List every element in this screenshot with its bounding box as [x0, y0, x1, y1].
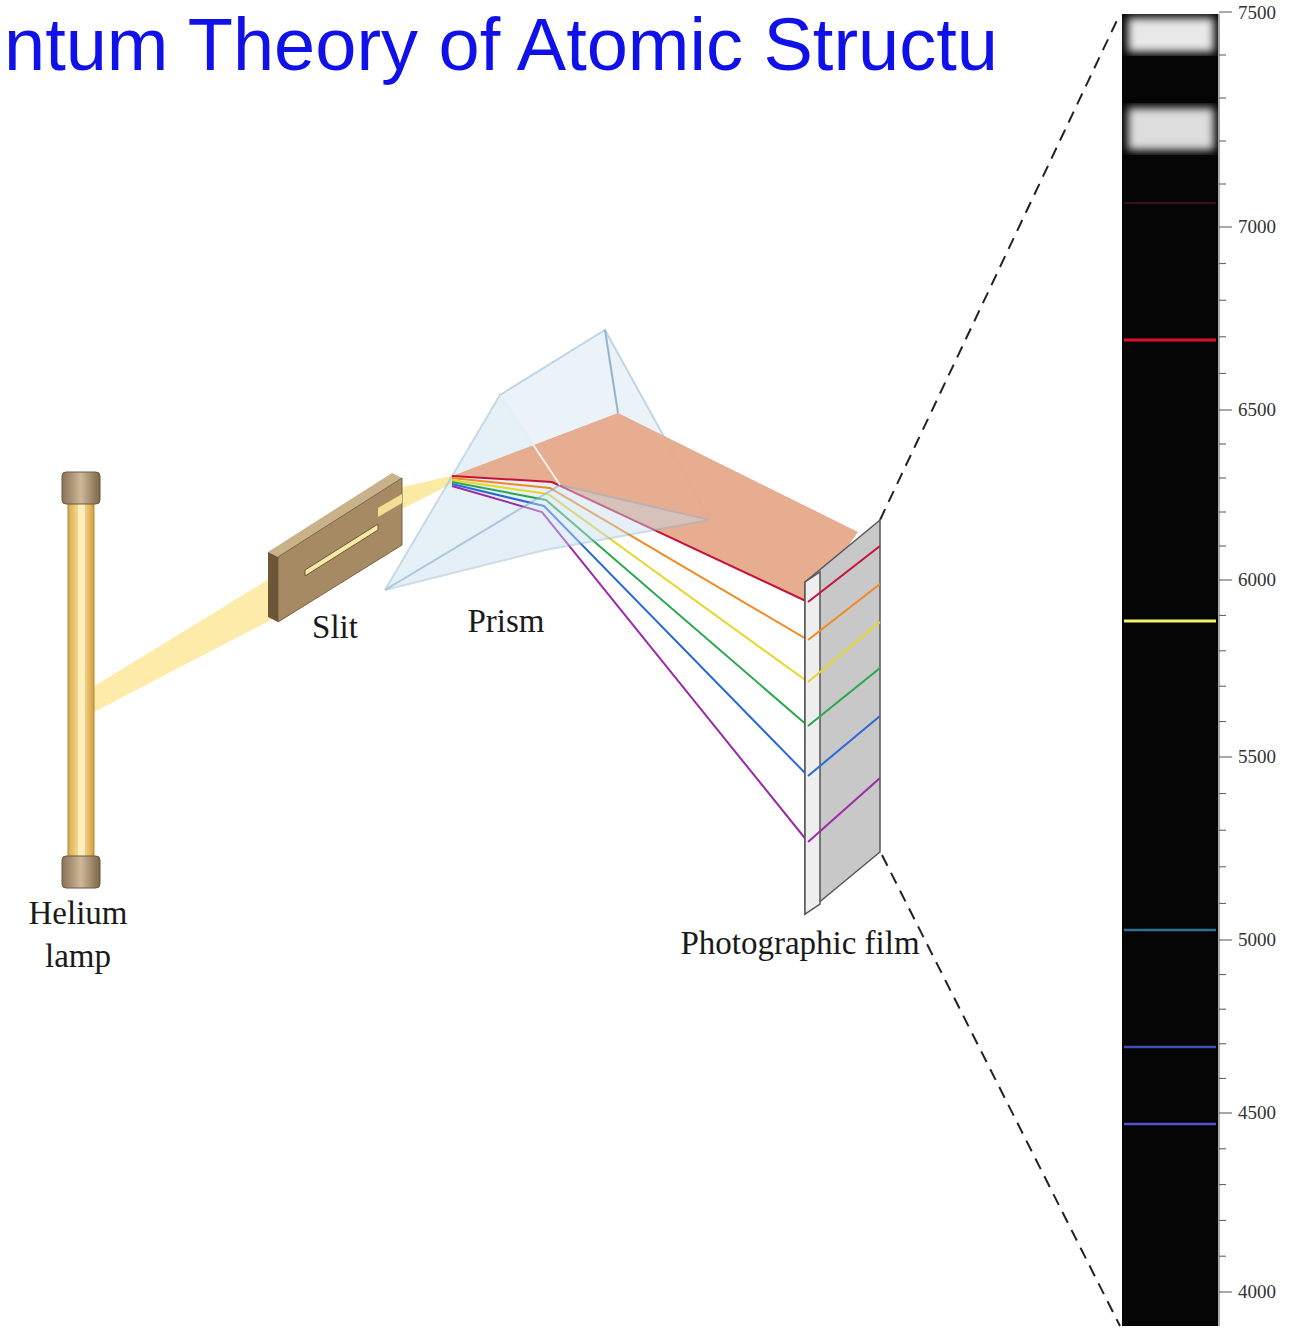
lamp-cap — [62, 472, 100, 504]
part-label: Slit — [312, 606, 358, 649]
wavelength-number: 7500 — [1238, 2, 1276, 24]
spectrum-glow — [1128, 108, 1214, 150]
scale-ticks — [1219, 12, 1232, 1292]
slit-plate — [278, 478, 402, 622]
emission-line — [1124, 929, 1216, 932]
slit-opening — [305, 524, 378, 576]
projection-line — [880, 14, 1120, 520]
wavelength-number: 5000 — [1238, 929, 1276, 951]
spectrum-strip — [1122, 14, 1218, 1326]
lamp-cap — [62, 856, 100, 888]
spectrum-glow — [1128, 18, 1214, 52]
wavelength-number: 4000 — [1238, 1281, 1276, 1303]
emission-line — [1124, 339, 1216, 342]
emission-line — [1124, 620, 1216, 623]
slide-title: ntum Theory of Atomic Structu — [4, 2, 998, 87]
part-label: Helium lamp — [13, 892, 143, 978]
wavelength-number: 4500 — [1238, 1102, 1276, 1124]
wavelength-number: 5500 — [1238, 746, 1276, 768]
photographic-film — [805, 520, 880, 914]
part-label: Prism — [467, 600, 544, 643]
part-label: Photographic film — [680, 922, 920, 965]
emission-line — [1124, 1123, 1216, 1126]
wavelength-number: 6000 — [1238, 569, 1276, 591]
lamp-tube — [68, 500, 94, 860]
wavelength-number: 7000 — [1238, 216, 1276, 238]
emission-line — [1124, 1046, 1216, 1049]
wavelength-number: 6500 — [1238, 399, 1276, 421]
